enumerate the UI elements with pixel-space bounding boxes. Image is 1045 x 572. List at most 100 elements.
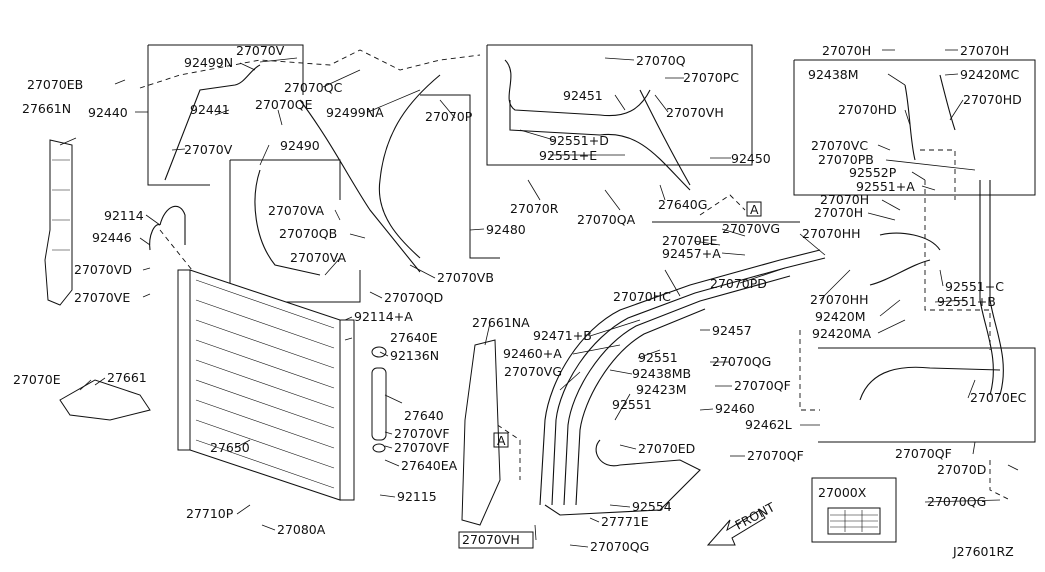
label-27070EB: 27070EB	[27, 77, 83, 92]
label-27070H-b: 27070H	[960, 43, 1009, 58]
label-27000X: 27000X	[818, 485, 867, 500]
label-92136N: 92136N	[390, 348, 439, 363]
dashed-right-mid	[924, 180, 991, 350]
frame-92480	[420, 94, 500, 259]
label-27070QE: 27070QE	[255, 97, 313, 112]
front-label: FRONT	[732, 499, 777, 532]
pipe-92460A	[551, 257, 826, 506]
label-27000X-detail	[827, 507, 881, 535]
label-27070QD: 27070QD	[384, 290, 443, 305]
pipe-92438MB	[563, 275, 791, 506]
label-27070VG-top: 27070VG	[722, 221, 780, 236]
label-92420MC: 92420MC	[960, 67, 1020, 82]
label-27070HD: 27070HD	[963, 92, 1022, 107]
ref-a-2: A	[497, 433, 506, 448]
label-27640E: 27640E	[390, 330, 438, 345]
label-92490: 92490	[280, 138, 320, 153]
label-27070VA-a: 27070VA	[268, 203, 325, 218]
label-92499N: 92499N	[184, 55, 233, 70]
label-27070Q: 27070Q	[636, 53, 686, 68]
hoses-left	[149, 64, 441, 276]
label-27070P: 27070P	[425, 109, 473, 124]
condenser-tank-right	[339, 319, 355, 501]
pipe-92499NA	[299, 99, 421, 273]
pipes-center	[539, 249, 826, 516]
label-92446: 92446	[92, 230, 132, 245]
label-92551A: 92551+A	[856, 179, 915, 194]
label-92440: 92440	[88, 105, 128, 120]
ref-a-box-2	[493, 432, 509, 448]
label-27070QA: 27070QA	[577, 212, 636, 227]
label-27070ED: 27070ED	[638, 441, 695, 456]
label-27070EC: 27070EC	[970, 390, 1027, 405]
label-27070QF-a: 27070QF	[734, 378, 791, 393]
pipe-27070ED	[595, 439, 621, 467]
label-27640EA: 27640EA	[401, 458, 458, 473]
drier-bottom	[372, 443, 386, 453]
dashed-lower-mid	[489, 419, 521, 480]
label-92554: 92554	[632, 499, 672, 514]
label-27070QG-c: 27070QG	[590, 539, 649, 554]
label-27070HD-left: 27070HD	[838, 102, 897, 117]
pipe-92441	[164, 64, 261, 181]
label-27070QC: 27070QC	[284, 80, 343, 95]
pipe-27070EC	[859, 366, 1001, 401]
pipe-92554	[544, 459, 701, 516]
label-92114: 92114	[104, 208, 144, 223]
label-27070VH-top: 27070VH	[666, 105, 724, 120]
label-92450: 92450	[731, 151, 771, 166]
label-27070H-c: 27070H	[820, 192, 869, 207]
dashed-top	[139, 49, 481, 89]
bracket-27661NA	[461, 339, 501, 526]
label-27661: 27661	[107, 370, 147, 385]
dashed-right-bottom	[989, 460, 1011, 501]
bracket-27661N	[44, 139, 73, 306]
hose-92114	[159, 205, 186, 245]
label-27661N: 27661N	[22, 101, 71, 116]
group-frames	[147, 44, 1036, 543]
label-box-27000X	[811, 477, 897, 543]
condenser-core	[189, 269, 341, 501]
dashed-mid	[699, 194, 746, 216]
label-92115: 92115	[397, 489, 437, 504]
leader-lines	[59, 49, 1019, 548]
label-27070PD: 27070PD	[710, 276, 767, 291]
condenser	[177, 269, 355, 501]
frame-right-top	[793, 59, 1036, 196]
ref-a-box-1	[746, 201, 762, 217]
front-arrow: FRONT	[706, 499, 777, 546]
label-27070H-a: 27070H	[822, 43, 871, 58]
label-27070VG-mid: 27070VG	[504, 364, 562, 379]
label-27070VA-b: 27070VA	[290, 250, 347, 265]
label-92423M: 92423M	[636, 382, 687, 397]
part-labels: 27070V 92499N 27070EB 27070QC 92499NA 27…	[13, 43, 1027, 554]
label-92420MA: 92420MA	[812, 326, 872, 341]
label-27070R: 27070R	[510, 201, 559, 216]
pipe-92451-a	[504, 59, 651, 117]
drier-body	[371, 367, 387, 441]
label-27070HH-b: 27070HH	[810, 292, 869, 307]
front-arrow-icon	[706, 509, 766, 546]
label-27070VE: 27070VE	[74, 290, 130, 305]
receiver-drier	[371, 346, 387, 453]
condenser-fins	[195, 279, 335, 489]
hose-92480	[378, 74, 441, 259]
label-27070HH-a: 27070HH	[802, 226, 861, 241]
hose-92490	[254, 169, 321, 276]
label-27070QF-b: 27070QF	[747, 448, 804, 463]
label-27070D: 27070D	[937, 462, 986, 477]
ref-a-1: A	[750, 202, 759, 217]
label-27070VB: 27070VB	[437, 270, 494, 285]
hose-92438M	[904, 84, 916, 161]
label-box-27070VH-bot	[458, 531, 534, 549]
frame-right-bottom	[818, 347, 1036, 443]
label-92457: 92457	[712, 323, 752, 338]
label-27640G: 27640G	[658, 197, 707, 212]
pipe-92451-c	[639, 89, 691, 186]
pipe-92423M	[575, 308, 706, 506]
label-27771E: 27771E	[601, 514, 649, 529]
label-92499NA: 92499NA	[326, 105, 384, 120]
label-92457A: 92457+A	[662, 246, 721, 261]
label-92551-b: 92551	[612, 397, 652, 412]
